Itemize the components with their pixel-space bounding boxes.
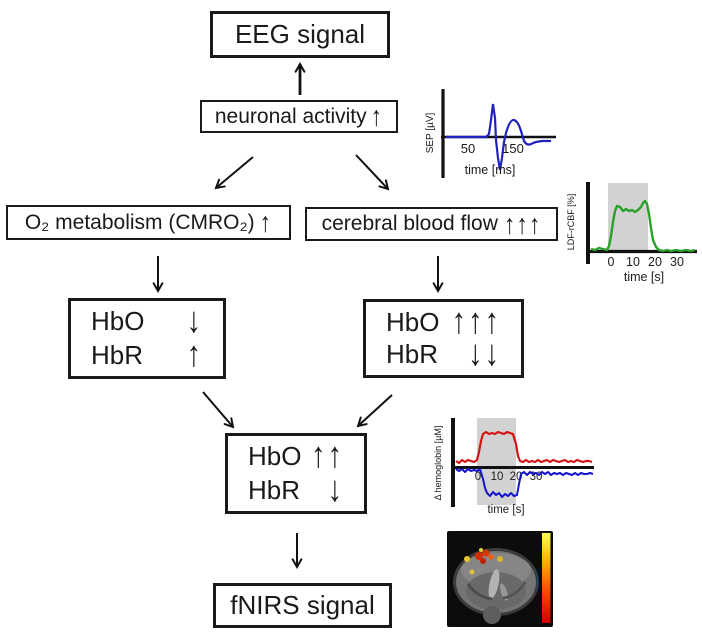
sep-plot: SEP [µV] 50 150 time [ms] (425, 89, 556, 178)
arrow-neuronal-to-metabolism (214, 156, 254, 190)
arrow-hb-left-to-center (202, 391, 235, 429)
brain-activation-image (447, 531, 553, 627)
hbr-label: HbR (91, 339, 144, 370)
activation-spot-yellow-2 (497, 556, 503, 562)
hbr-trace (455, 468, 594, 498)
brain-ventricle-right (502, 581, 527, 600)
neuronal-increase-arrow: ↑ (370, 100, 384, 132)
activation-spot-red-1 (475, 552, 483, 560)
hbr-label: HbR (248, 474, 301, 505)
activation-spot-orange (488, 554, 494, 560)
arrow-hb-right-to-center (356, 394, 393, 428)
sep-trace (446, 103, 551, 171)
ldf-plot: LDF-rCBF [%] 0 10 20 30 time [s] (566, 182, 697, 284)
activation-colorbar (542, 533, 551, 623)
eeg-signal-label: EEG signal (234, 19, 366, 49)
connector-arrows (152, 62, 444, 569)
activation-spot-red-2 (482, 549, 490, 557)
sep-tick-50: 50 (461, 141, 475, 156)
hbr-increase-arrow: ↑ (186, 334, 203, 375)
arrow-neuronal-to-cbf (355, 154, 390, 191)
hbo-row: HbO ↑↑↑ (366, 301, 521, 342)
hemo-tick-10: 10 (491, 471, 504, 483)
ldf-trace (590, 199, 696, 253)
hbo-label: HbO (248, 441, 302, 472)
fnirs-signal-label: fNIRS signal (230, 590, 375, 620)
hemo-xlabel: time [s] (487, 504, 524, 516)
sep-tick-150: 150 (502, 141, 524, 156)
hbo-row: HbO ↓ (71, 301, 223, 342)
ldf-tick-0: 0 (608, 255, 615, 269)
hemo-tick-0: 0 (475, 471, 481, 483)
brain-stem (483, 606, 501, 624)
hbr-row: HbR ↓ (228, 469, 364, 510)
activation-spot-yellow-1 (464, 556, 470, 562)
sep-ylabel: SEP [µV] (425, 112, 436, 153)
cerebral-blood-flow-box: cerebral blood flow ↑↑↑ (305, 207, 558, 241)
activation-spot-red-3 (480, 558, 486, 564)
hb-box-cbf-effect: HbO ↑↑↑ HbR ↓↓ (363, 299, 524, 378)
hb-box-metabolism-effect: HbO ↓ HbR ↑ (68, 298, 226, 379)
hbo-trace (455, 430, 593, 465)
hbo-increase-arrows: ↑↑ (311, 436, 344, 477)
hbr-row: HbR ↓↓ (366, 334, 521, 375)
neuronal-activity-label: neuronal activity (214, 104, 367, 128)
ldf-tick-20: 20 (648, 255, 662, 269)
brain-midline-streak (488, 569, 500, 599)
activation-spot-yellow-4 (479, 548, 483, 552)
o2-metabolism-label: O₂ metabolism (CMRO₂) (24, 210, 255, 234)
eeg-signal-box: EEG signal (210, 11, 390, 58)
hbr-label: HbR (386, 339, 439, 370)
hbo-label: HbO (91, 306, 145, 337)
hemoglobin-plot: 0 10 20 30 Δ hemoglobin [µM] time [s] (433, 418, 594, 516)
cbf-increase-arrows: ↑↑↑ (503, 207, 542, 239)
hbo-increase-arrows: ↑↑↑ (451, 301, 501, 342)
ldf-ylabel: LDF-rCBF [%] (566, 194, 576, 251)
cerebral-blood-flow-label: cerebral blood flow (321, 212, 498, 235)
activation-spot-yellow-3 (469, 569, 475, 575)
fnirs-signal-box: fNIRS signal (213, 583, 392, 628)
brain-ventricle-left (466, 583, 493, 601)
ldf-tick-10: 10 (626, 255, 640, 269)
sep-xlabel: time [ms] (465, 163, 516, 177)
o2-metabolism-box: O₂ metabolism (CMRO₂) ↑ (6, 205, 291, 240)
hemo-ylabel: Δ hemoglobin [µM] (433, 426, 443, 501)
hbo-decrease-arrow: ↓ (186, 301, 203, 342)
hemo-stimulus-shading (477, 418, 516, 505)
hbr-decrease-arrows: ↓↓ (468, 334, 501, 375)
hbr-decrease-arrow: ↓ (327, 469, 344, 510)
hb-box-net-effect: HbO ↑↑ HbR ↓ (225, 433, 367, 514)
hbr-row: HbR ↑ (71, 334, 223, 375)
ldf-tick-30: 30 (670, 255, 684, 269)
neuronal-activity-box: neuronal activity ↑ (200, 100, 398, 133)
ldf-xlabel: time [s] (624, 270, 664, 284)
metabolism-increase-arrow: ↑ (259, 206, 273, 238)
hbo-label: HbO (386, 306, 440, 337)
hbo-row: HbO ↑↑ (228, 436, 364, 477)
